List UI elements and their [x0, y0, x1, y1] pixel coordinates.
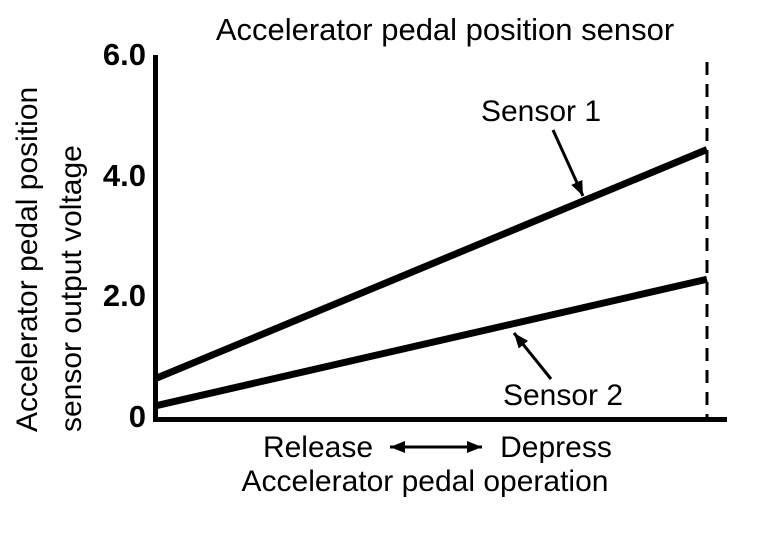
release-label: Release — [262, 431, 374, 464]
sensor-1-label: Sensor 1 — [480, 95, 602, 128]
y-tick-6: 6.0 — [102, 37, 146, 72]
y-tick-2: 2.0 — [102, 278, 146, 314]
sensor-1-annotation-arrow — [551, 129, 585, 197]
sensor-2-line — [154, 275, 708, 410]
depress-label: Depress — [500, 431, 612, 464]
sensor-2-label: Sensor 2 — [502, 379, 624, 412]
x-axis-label: Accelerator pedal operation — [241, 465, 609, 498]
y-tick-0: 0 — [128, 399, 146, 434]
chart-title: Accelerator pedal position sensor — [215, 12, 675, 47]
sensor-1-line — [153, 146, 709, 383]
y-tick-4: 4.0 — [102, 157, 146, 193]
sensor-2-annotation-arrow — [512, 332, 553, 380]
